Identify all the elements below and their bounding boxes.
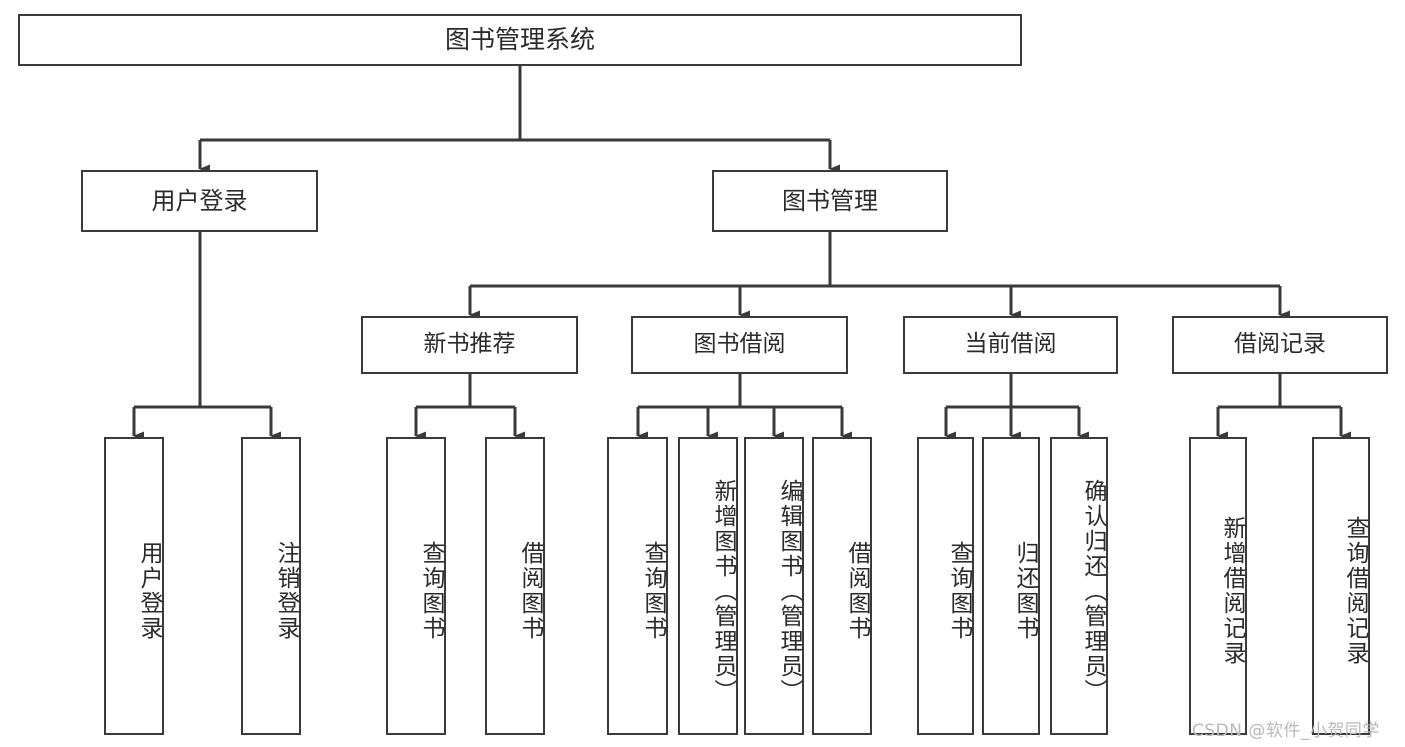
node-leaf-query-book-3[interactable]: 查询图书 <box>917 437 974 735</box>
node-user-login[interactable]: 用户登录 <box>81 170 318 232</box>
node-leaf-query-book-3-label: 查询图书 <box>946 541 972 641</box>
node-root-label: 图书管理系统 <box>444 25 595 55</box>
node-leaf-query-book-2[interactable]: 查询图书 <box>607 437 668 735</box>
csdn-watermark: CSDN @软件_小贺同学 <box>1192 721 1380 741</box>
node-book-borrow[interactable]: 图书借阅 <box>631 316 848 374</box>
node-leaf-borrow-book-2[interactable]: 借阅图书 <box>812 437 872 735</box>
node-leaf-user-login[interactable]: 用户登录 <box>104 437 164 735</box>
node-leaf-query-book-1[interactable]: 查询图书 <box>386 437 446 735</box>
node-leaf-user-login-label: 用户登录 <box>136 541 162 641</box>
node-leaf-confirm-return-label: 确认归还（管理员） <box>1080 478 1106 704</box>
node-leaf-edit-book-label: 编辑图书（管理员） <box>776 478 802 704</box>
node-leaf-add-book[interactable]: 新增图书（管理员） <box>678 437 738 735</box>
node-book-borrow-label: 图书借阅 <box>693 331 786 358</box>
node-leaf-query-book-2-label: 查询图书 <box>640 541 666 641</box>
node-leaf-borrow-book-1-label: 借阅图书 <box>517 541 543 641</box>
node-book-manage-label: 图书管理 <box>782 186 878 215</box>
node-leaf-borrow-book-2-label: 借阅图书 <box>844 541 870 641</box>
node-new-book-recommend-label: 新书推荐 <box>423 331 516 358</box>
node-current-borrow[interactable]: 当前借阅 <box>903 316 1118 374</box>
node-leaf-edit-book[interactable]: 编辑图书（管理员） <box>744 437 804 735</box>
node-user-login-label: 用户登录 <box>151 186 248 215</box>
node-book-manage[interactable]: 图书管理 <box>712 170 948 232</box>
node-leaf-borrow-book-1[interactable]: 借阅图书 <box>485 437 545 735</box>
node-leaf-logout[interactable]: 注销登录 <box>241 437 301 735</box>
node-leaf-confirm-return[interactable]: 确认归还（管理员） <box>1050 437 1108 735</box>
node-current-borrow-label: 当前借阅 <box>964 331 1057 358</box>
node-new-book-recommend[interactable]: 新书推荐 <box>361 316 578 374</box>
node-leaf-return-book-label: 归还图书 <box>1012 541 1038 641</box>
node-leaf-query-book-1-label: 查询图书 <box>418 541 444 641</box>
node-leaf-add-book-label: 新增图书（管理员） <box>710 478 736 704</box>
node-root[interactable]: 图书管理系统 <box>18 14 1022 66</box>
node-borrow-record[interactable]: 借阅记录 <box>1172 316 1388 374</box>
node-leaf-add-record[interactable]: 新增借阅记录 <box>1189 437 1247 735</box>
node-leaf-query-record[interactable]: 查询借阅记录 <box>1312 437 1370 735</box>
node-leaf-add-record-label: 新增借阅记录 <box>1219 516 1245 666</box>
node-borrow-record-label: 借阅记录 <box>1234 331 1326 358</box>
node-leaf-return-book[interactable]: 归还图书 <box>982 437 1040 735</box>
node-leaf-logout-label: 注销登录 <box>273 541 299 641</box>
node-leaf-query-record-label: 查询借阅记录 <box>1342 516 1368 666</box>
